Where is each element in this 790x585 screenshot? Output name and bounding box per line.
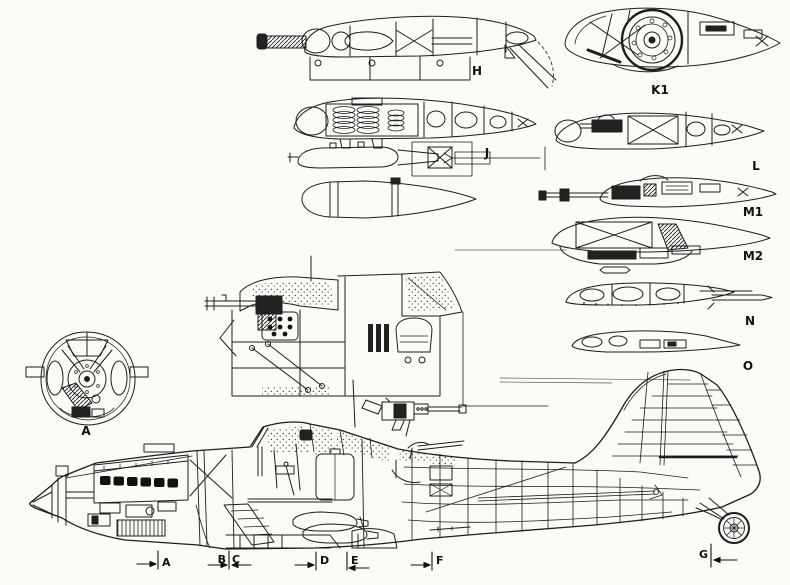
section-l-drawing xyxy=(554,111,765,150)
gunner-station-inset-drawing xyxy=(204,255,549,407)
section-m1-label: M1 xyxy=(743,205,763,219)
station-markers xyxy=(136,543,738,572)
station-g-label: G xyxy=(699,548,708,561)
section-k1-label: K1 xyxy=(651,83,669,97)
section-o-label: O xyxy=(743,359,753,373)
front-view-a-label: A xyxy=(81,424,91,438)
section-h-label: H xyxy=(472,64,482,78)
station-f-label: F xyxy=(436,554,444,567)
section-n-label: N xyxy=(745,314,755,328)
station-b-label: B xyxy=(218,553,226,566)
section-o-drawing xyxy=(571,330,741,353)
station-e-label: E xyxy=(351,554,359,567)
section-n-drawing xyxy=(565,282,773,310)
section-m2-label: M2 xyxy=(743,249,763,263)
station-a-label: A xyxy=(162,556,171,569)
section-j-label: J xyxy=(484,146,489,160)
section-k1-drawing xyxy=(564,7,781,73)
section-l-label: L xyxy=(752,159,760,173)
front-view-a-drawing xyxy=(25,331,149,426)
section-m1-drawing xyxy=(538,175,777,208)
main-cutaway-drawing xyxy=(29,368,761,550)
section-j-drawing xyxy=(287,97,546,219)
section-m2-drawing xyxy=(454,216,771,274)
machine-gun-detail-drawing xyxy=(361,397,467,437)
station-d-label: D xyxy=(320,554,329,567)
station-c-label: C xyxy=(232,553,240,566)
section-h-drawing xyxy=(256,15,557,89)
